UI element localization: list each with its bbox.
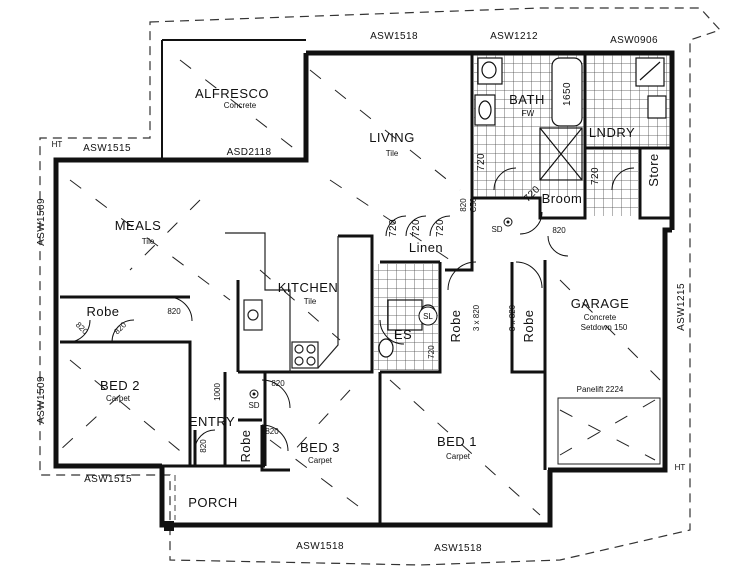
bed1-finish: Carpet [446, 452, 471, 461]
garage-note: Setdown 150 [581, 323, 628, 332]
boundary-dashed [39, 7, 722, 566]
kitchen-finish: Tile [304, 297, 317, 306]
door-swings [67, 167, 635, 452]
robe-bed3-label: Robe [238, 429, 253, 462]
meals-label: MEALS [115, 218, 162, 233]
garage-door-panel [557, 397, 661, 465]
door-720-linen-2: 720 [411, 219, 422, 237]
fixture-labels: 1650 FW SD SD SL HT HT [52, 82, 686, 472]
store-label: Store [646, 153, 661, 187]
door-720-linen-3: 720 [435, 219, 446, 237]
robe-bed2-label: Robe [86, 304, 119, 319]
bed3-finish: Carpet [308, 456, 333, 465]
garage-panelift: Panelift 2224 [577, 385, 624, 394]
window-asw1509-upper: ASW1509 [36, 198, 47, 246]
window-asw1509-lower: ASW1509 [36, 376, 47, 424]
door-820-entry: 820 [271, 379, 285, 388]
garage-finish: Concrete [584, 313, 617, 322]
kitchen-label: KITCHEN [278, 280, 339, 295]
internal-walls [60, 53, 672, 525]
alfresco-finish: Concrete [224, 101, 257, 110]
window-asw1518-bottom-right: ASW1518 [434, 543, 482, 554]
shower [539, 127, 583, 181]
hot-tap-top: HT [52, 140, 63, 149]
porch-label: PORCH [188, 495, 237, 510]
entry-label: ENTRY [189, 414, 235, 429]
kitchen-benches [225, 232, 339, 372]
door-820-bed2: 820 [167, 307, 181, 316]
room-labels: ALFRESCO Concrete LIVING Tile BATH LNDRY… [86, 86, 661, 510]
smoke-detector-2-icon [249, 389, 259, 399]
window-asw1515-top: ASW1515 [83, 143, 131, 154]
bed3-label: BED 3 [300, 440, 340, 455]
sink [243, 299, 263, 331]
door-820-robe-b: 820 [112, 320, 128, 336]
garage-label: GARAGE [571, 296, 630, 311]
window-asw0906: ASW0906 [610, 35, 658, 46]
window-asw1518-bottom-left: ASW1518 [296, 541, 344, 552]
living-label: LIVING [369, 130, 415, 145]
washer [647, 95, 667, 119]
door-820-porch: 820 [199, 439, 208, 453]
window-asw1212: ASW1212 [490, 31, 538, 42]
robe-bed1a-label: Robe [448, 309, 463, 342]
door-820-c50: 820 [459, 198, 468, 212]
broom-label: Broom [542, 191, 583, 206]
room-hatching [59, 59, 661, 516]
window-asw1518-top: ASW1518 [370, 31, 418, 42]
linen-label: Linen [409, 240, 443, 255]
door-820-garage: 820 [552, 226, 566, 235]
door-720-es: 720 [427, 345, 436, 359]
door-720-lndry: 720 [590, 167, 601, 185]
skylight-label: SL [423, 312, 433, 321]
floor-waste: FW [522, 109, 535, 118]
robe-bed1b-label: Robe [521, 309, 536, 342]
hot-tap-bottom: HT [675, 463, 686, 472]
laundry-label: LNDRY [589, 125, 635, 140]
external-walls [53, 39, 675, 528]
bed2-finish: Carpet [106, 394, 131, 403]
skylight-icon [418, 306, 438, 326]
living-finish: Tile [386, 149, 399, 158]
smoke-detector-1-label: SD [491, 225, 502, 234]
meals-finish: Tile [142, 237, 155, 246]
ensuite-basin [378, 338, 394, 358]
smoke-detector-2-label: SD [248, 401, 259, 410]
door-720-linen-1: 720 [388, 219, 399, 237]
door-c50: C50 [469, 197, 478, 212]
window-asw1215: ASW1215 [676, 283, 687, 331]
door-820-robe-a: 820 [74, 320, 90, 336]
door-asd2118: ASD2118 [227, 147, 272, 158]
window-labels: ASW1518 ASW1212 ASW0906 ASW1515 ASD2118 … [36, 31, 687, 554]
smoke-detector-1-icon [503, 217, 513, 227]
bathtub [551, 57, 583, 127]
ensuite-label: ES [394, 327, 412, 342]
cooktop [291, 341, 319, 369]
robe-size-a: 3 x 820 [472, 304, 481, 331]
door-1000: 1000 [213, 383, 222, 401]
bed1-label: BED 1 [437, 434, 477, 449]
door-720-bath: 720 [476, 153, 487, 171]
window-asw1515-bottom: ASW1515 [84, 474, 132, 485]
bath-label: BATH [509, 92, 545, 107]
porch-post [164, 521, 174, 531]
alfresco-label: ALFRESCO [195, 86, 269, 101]
bath-size: 1650 [562, 82, 573, 106]
bed2-label: BED 2 [100, 378, 140, 393]
robe-size-b: 3 x 820 [508, 304, 517, 331]
door-820-bed3: 820 [265, 427, 279, 436]
